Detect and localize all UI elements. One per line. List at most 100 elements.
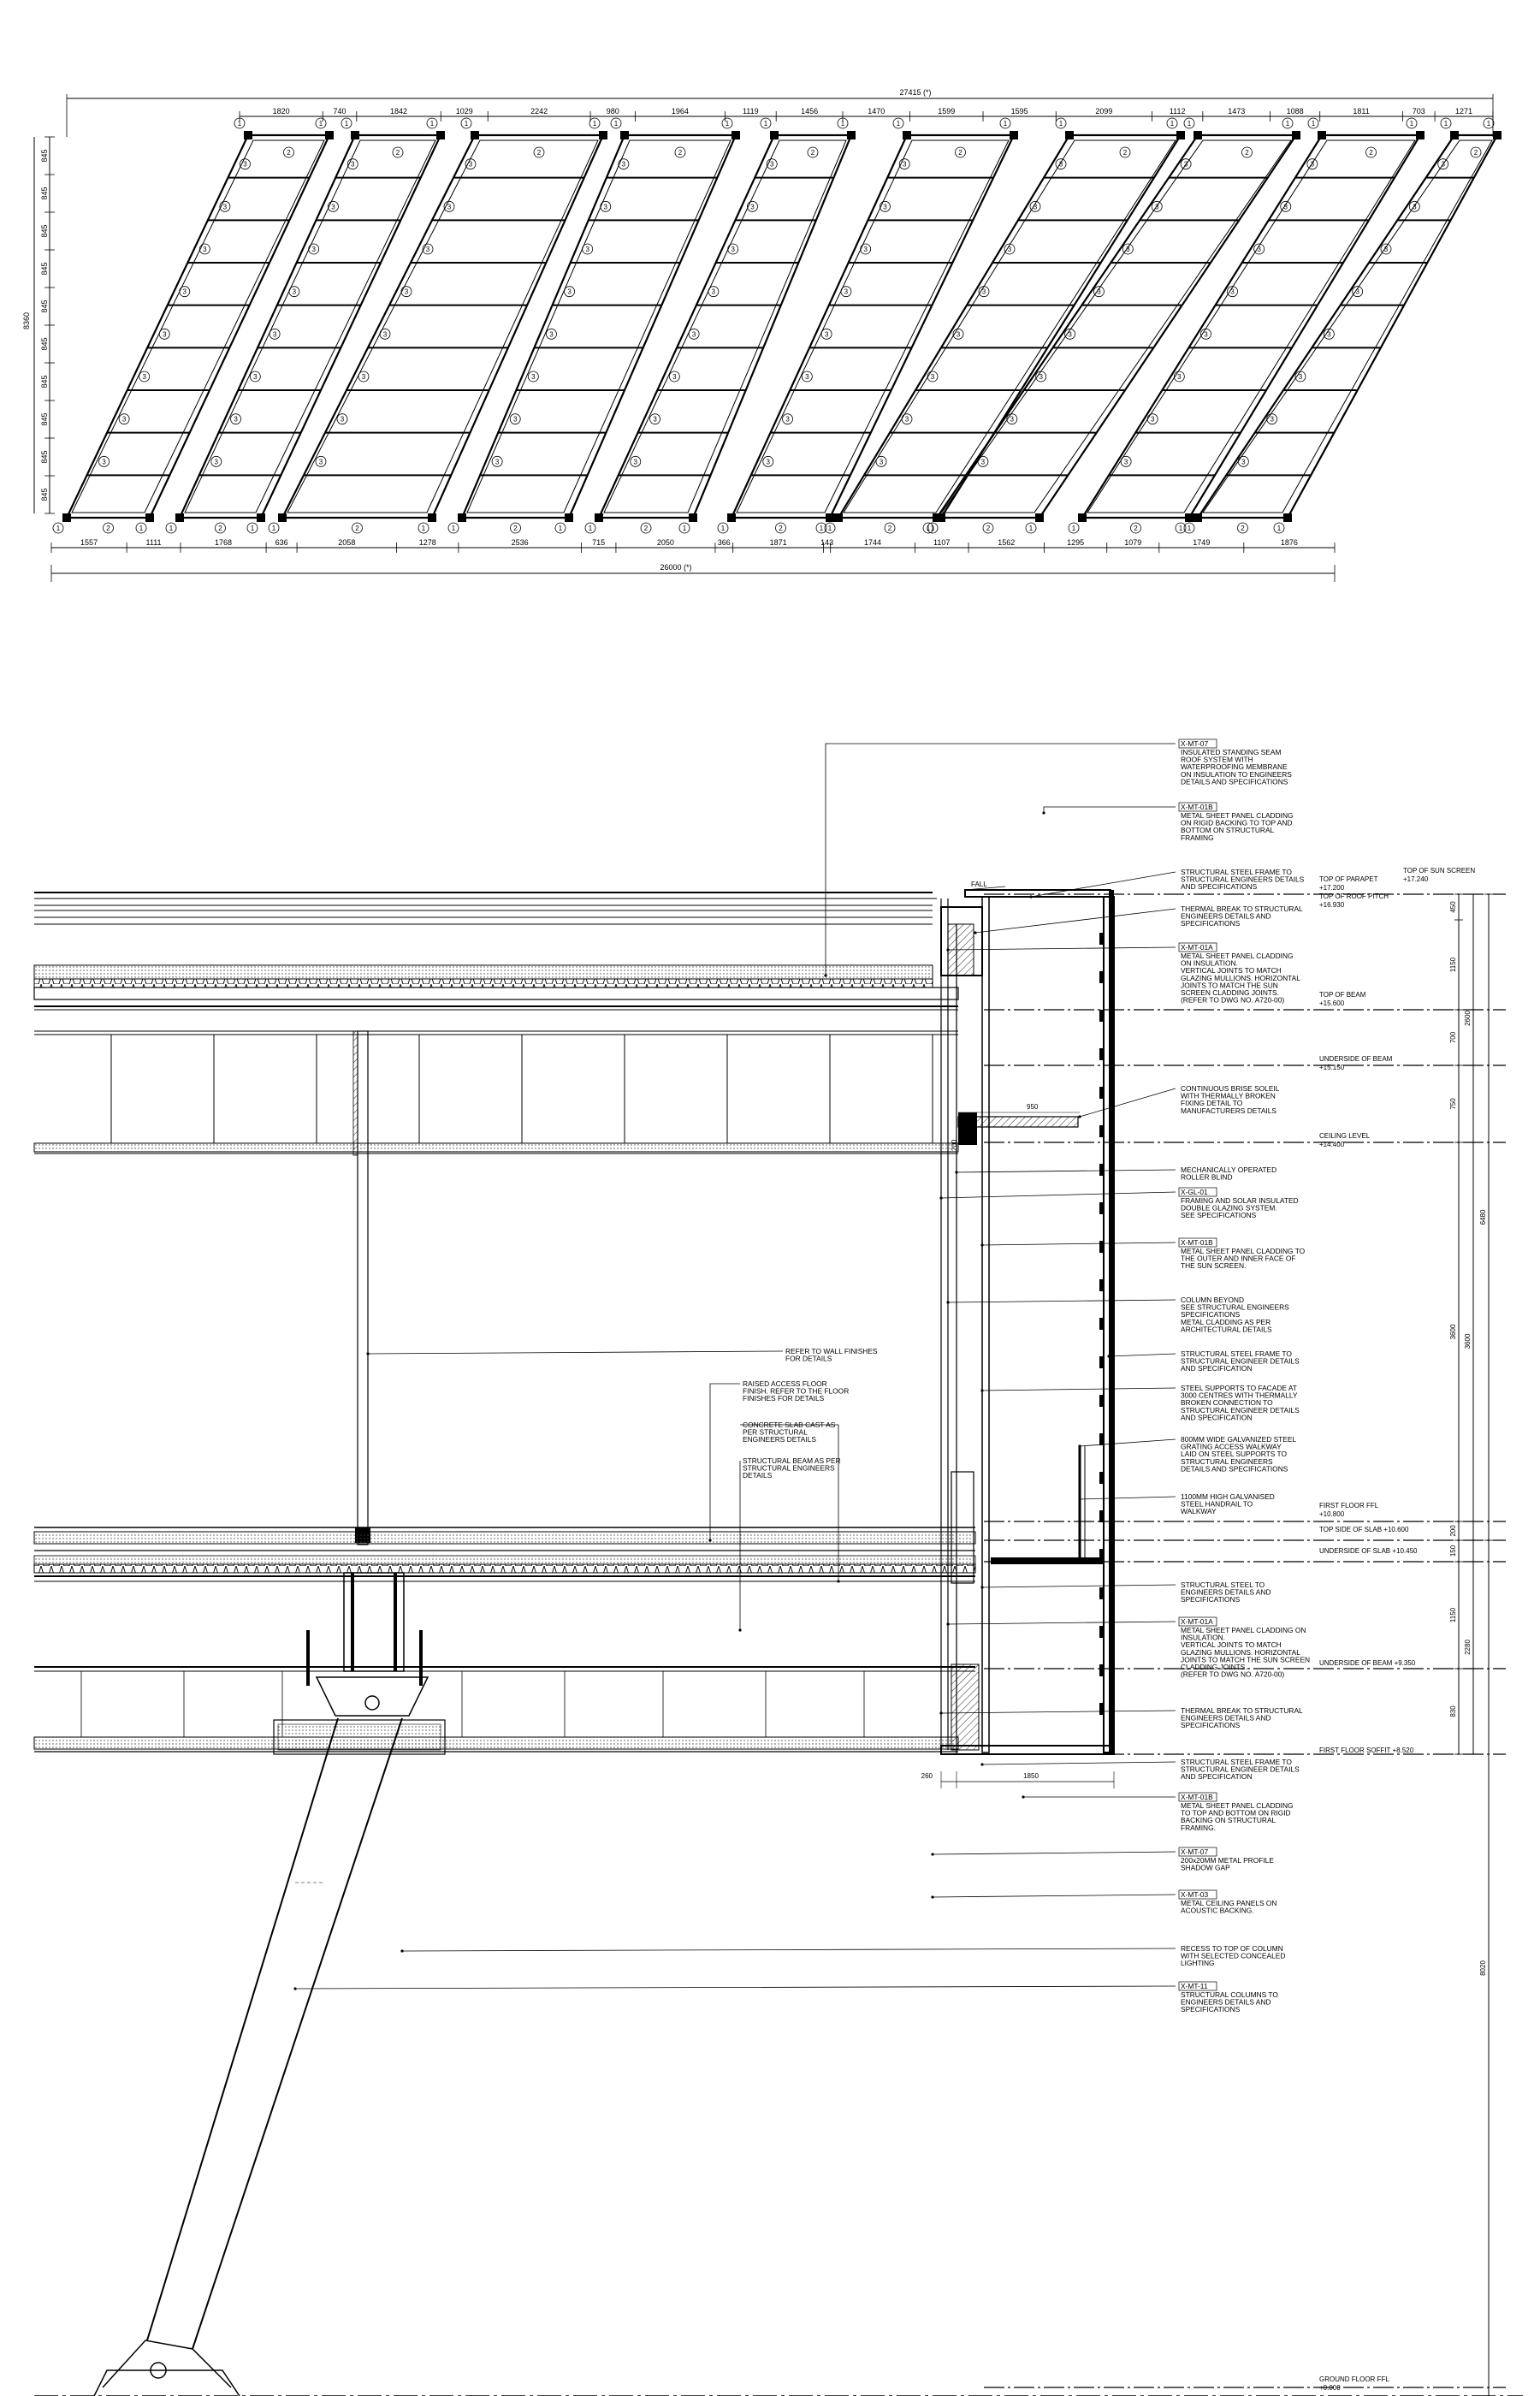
annotation-line: METAL SHEET PANEL CLADDING: [1181, 811, 1294, 820]
plan-column-tag: 1: [56, 525, 61, 532]
annotation-line: STRUCTURAL ENGINEER DETAILS: [1181, 1765, 1300, 1774]
plan-member-tag: 3: [1068, 330, 1072, 338]
plan-member-tag: 3: [253, 373, 258, 381]
wall-section: 4501150700750360020015011508302600360022…: [33, 738, 1523, 2396]
plan-member-tag: 3: [273, 330, 277, 338]
plan-member-tag: 3: [567, 288, 572, 296]
plan-member-tag: 3: [931, 373, 935, 381]
plan-member-tag: 3: [1124, 458, 1128, 466]
annotation-tag: X-MT-03: [1181, 1890, 1208, 1899]
plan-left-dim-value: 845: [40, 450, 49, 463]
annotation-line: STRUCTURAL STEEL FRAME TO: [1181, 868, 1292, 876]
plan-column-tag: 1: [897, 120, 901, 128]
plan-bottom-dim-value: 2536: [512, 538, 529, 547]
plan-column-tag: 1: [593, 120, 597, 128]
plan-member-tag: 3: [770, 161, 774, 169]
plan-top-dim-value: 1599: [938, 107, 955, 116]
plan-column-tag: 1: [1004, 120, 1008, 128]
annotation-tag: X-GL-01: [1181, 1188, 1208, 1196]
plan-member-tag: 3: [293, 288, 297, 296]
level-label: TOP OF PARAPET: [1319, 875, 1378, 883]
section-coarse-dim-value: 6480: [1479, 1209, 1487, 1225]
plan-member-tag: 3: [585, 246, 589, 253]
annotation-leaders: [293, 743, 1176, 1990]
plan-member-tag: 3: [1413, 203, 1417, 211]
level-label: FIRST FLOOR SOFFIT +8.520: [1319, 1747, 1414, 1754]
annotation-line: SPECIFICATIONS: [1181, 2005, 1241, 2013]
plan-top-dim-value: 1820: [273, 107, 290, 116]
annotation-line: AND SPECIFICATION: [1181, 1364, 1253, 1373]
section-fine-dim-value: 450: [1449, 901, 1457, 913]
plan-member-tag: 3: [1257, 246, 1261, 253]
plan-column-tag: 1: [1179, 525, 1183, 532]
plan-left-dim-value: 845: [40, 300, 49, 312]
level-label: CEILING LEVEL: [1319, 1132, 1371, 1140]
annotation-line: STRUCTURAL STEEL FRAME TO: [1181, 1349, 1292, 1358]
plan-column-tag: 1: [683, 525, 687, 532]
plan-top-dim-value: 1470: [868, 107, 885, 116]
plan-member-tag: 3: [1311, 161, 1315, 169]
plan-member-tag: 3: [163, 330, 167, 338]
plan-member-tag: 3: [622, 161, 626, 169]
plan-column-tag: 1: [139, 525, 144, 532]
annotation-line: STRUCTURAL ENGINEERS DETAILS: [1181, 875, 1305, 884]
annotation-line: BROKEN CONNECTION TO: [1181, 1398, 1273, 1407]
annotation-line: STRUCTURAL ENGINEER DETAILS: [1181, 1357, 1300, 1366]
plan-member-tag: 3: [469, 161, 473, 169]
plan-top-dim-value: 703: [1413, 107, 1425, 116]
plan-bottom-dim-value: 1744: [864, 538, 881, 547]
plan-member-tag: 3: [243, 161, 247, 169]
annotation-line: STRUCTURAL ENGINEER DETAILS: [1181, 1406, 1300, 1414]
plan-column-tag: 1: [345, 120, 349, 128]
plan-bottom-dim-value: 1749: [1193, 538, 1210, 547]
plan-member-tag: 3: [383, 330, 388, 338]
plan-member-tag: 3: [604, 203, 608, 211]
section-fine-dim-value: 1150: [1449, 1607, 1457, 1622]
annotation-line: SEE SPECIFICATIONS: [1181, 1211, 1257, 1219]
annotation-line: METAL SHEET PANEL CLADDING: [1181, 1801, 1294, 1810]
plan-member-tag: 3: [102, 458, 106, 466]
level-label: +17.240: [1403, 875, 1429, 883]
walkway-gap-dim: 260: [921, 1772, 933, 1780]
plan-bottom-dim-value: 715: [592, 538, 605, 547]
plan-member-tag: 3: [1059, 161, 1063, 169]
plan-left-dim-value: 845: [40, 375, 49, 388]
plan-member-tag: 3: [1355, 288, 1359, 296]
plan-bottom-dim-value: 2050: [657, 538, 674, 547]
annotation-line: BACKING ON STRUCTURAL: [1181, 1816, 1276, 1824]
annotation-line: FRAMING AND SOLAR INSULATED: [1181, 1196, 1299, 1205]
annotation-line: THERMAL BREAK TO STRUCTURAL: [1181, 904, 1303, 913]
plan-column-tag: 1: [1487, 120, 1491, 128]
annotation-line: CONTINUOUS BRISE SOLEIL: [1181, 1084, 1280, 1093]
annotation-line: THE OUTER AND INNER FACE OF: [1181, 1254, 1295, 1263]
plan-overall-top-dim: 27415 (*): [899, 88, 931, 97]
roof-slab: [33, 892, 959, 1154]
plan-column-tag: 1: [465, 120, 469, 128]
plan-column-tag: 1: [559, 525, 563, 532]
level-label: GROUND FLOOR FFL: [1319, 2375, 1389, 2383]
plan-member-tag: 3: [1284, 203, 1288, 211]
section-fine-dim-value: 1150: [1449, 957, 1457, 972]
annotation-line: SPECIFICATIONS: [1181, 919, 1241, 928]
annotation-line: ON INSULATION.: [1181, 959, 1238, 968]
annotation-line: SPECIFICATIONS: [1181, 1310, 1241, 1319]
plan-member-tag: 3: [1126, 246, 1130, 253]
annotation-line: STRUCTURAL STEEL FRAME TO: [1181, 1758, 1292, 1766]
middle-note-line: REFER TO WALL FINISHES: [785, 1347, 878, 1355]
annotation-line: WITH SELECTED CONCEALED: [1181, 1952, 1285, 1960]
plan-beam-tag: 2: [811, 149, 815, 157]
first-floor-soffit-ceiling: [33, 1719, 959, 1755]
plan-member-tag: 3: [341, 416, 345, 424]
